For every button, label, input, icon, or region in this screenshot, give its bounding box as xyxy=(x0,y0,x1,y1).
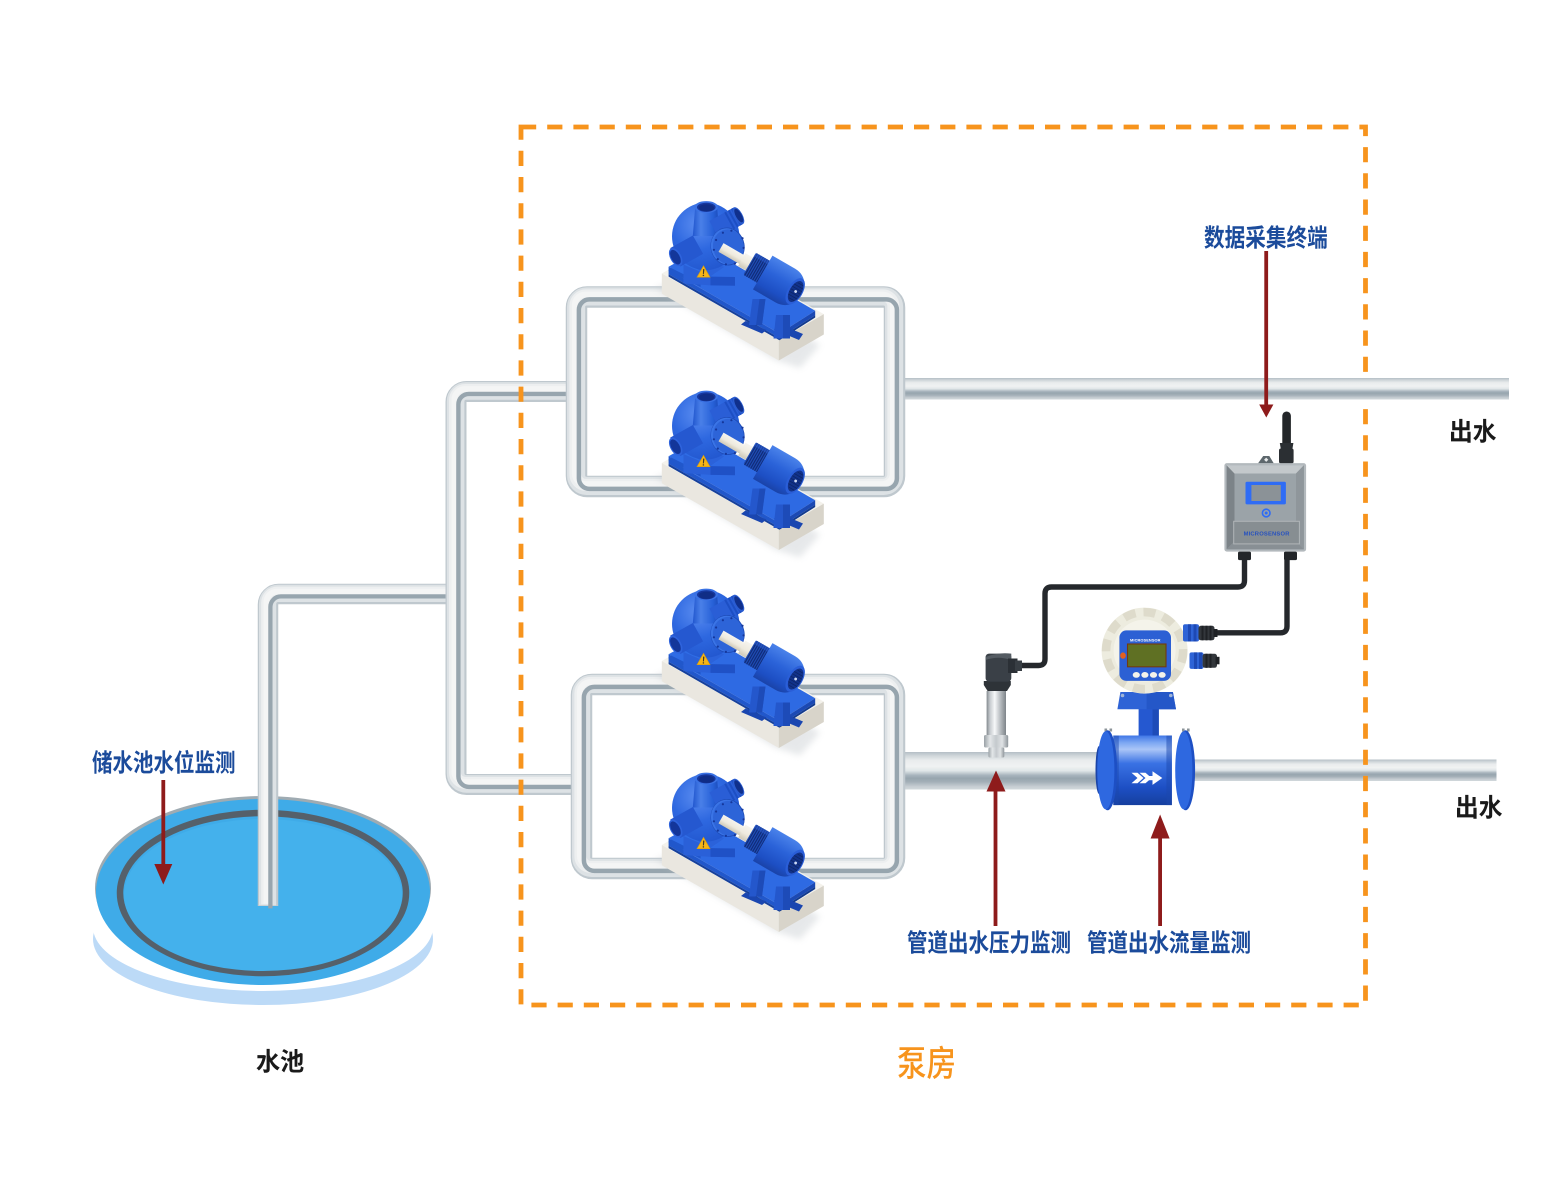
svg-text:MICROSENSOR: MICROSENSOR xyxy=(1244,531,1291,537)
svg-text:MICROSENSOR: MICROSENSOR xyxy=(1130,638,1161,643)
